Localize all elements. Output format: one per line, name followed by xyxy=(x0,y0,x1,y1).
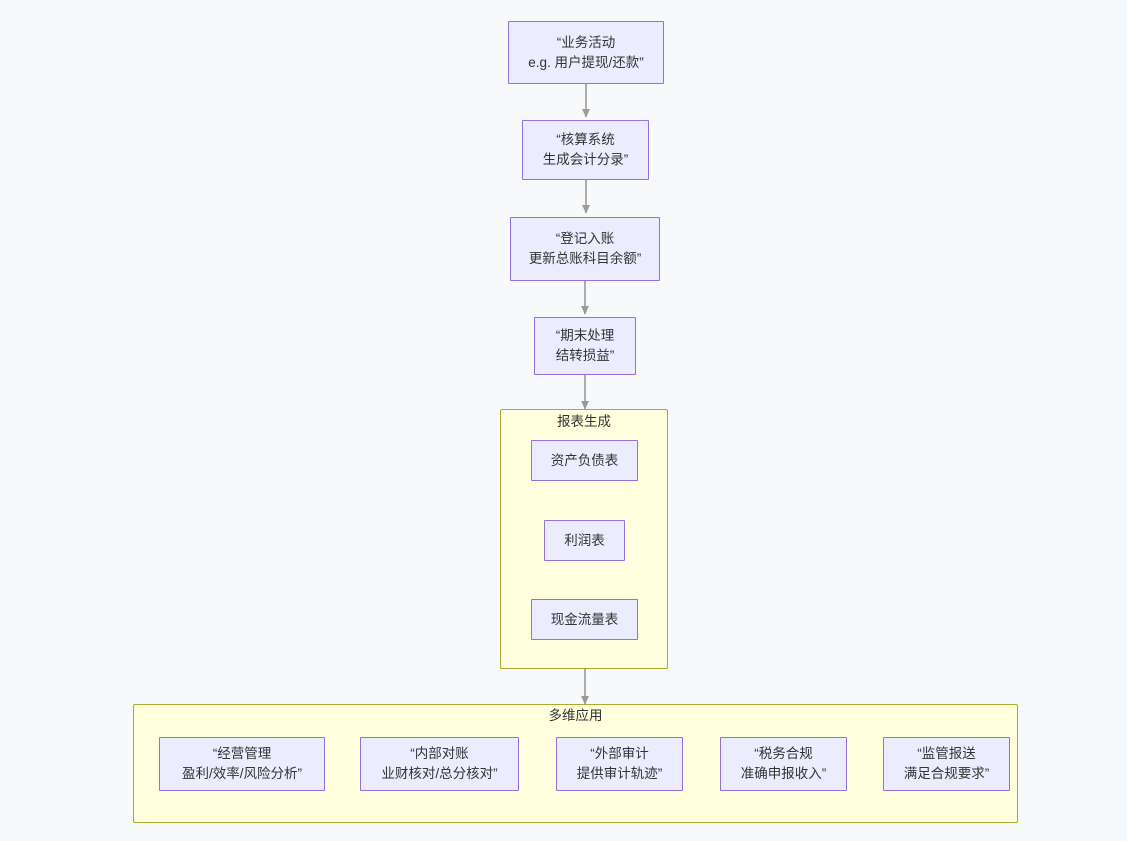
node-tax-compliance-line1: “税务合规 xyxy=(754,746,813,761)
node-business-activity-line1: “业务活动 xyxy=(556,34,616,50)
node-cash-flow-statement-label: 现金流量表 xyxy=(550,611,619,627)
node-posting[interactable]: “登记入账 更新总账科目余额” xyxy=(510,217,660,281)
cluster-multi-dimensional-apps-title: 多维应用 xyxy=(548,708,603,723)
node-regulatory-reporting[interactable]: “监管报送 满足合规要求” xyxy=(883,737,1010,791)
node-operations-management-line2: 盈利/效率/风险分析” xyxy=(182,766,302,781)
node-accounting-system-line1: “核算系统 xyxy=(556,132,615,147)
node-balance-sheet-label: 资产负债表 xyxy=(550,452,619,468)
node-internal-reconciliation-line2: 业财核对/总分核对” xyxy=(381,766,498,781)
node-tax-compliance[interactable]: “税务合规 准确申报收入” xyxy=(720,737,847,791)
cluster-report-generation-title: 报表生成 xyxy=(557,414,611,429)
node-period-end-line2: 结转损益” xyxy=(555,348,615,363)
node-external-audit[interactable]: “外部审计 提供审计轨迹” xyxy=(556,737,683,791)
node-posting-line2: 更新总账科目余额” xyxy=(528,251,642,266)
node-business-activity-line2: e.g. 用户提现/还款” xyxy=(528,54,644,70)
node-internal-reconciliation[interactable]: “内部对账 业财核对/总分核对” xyxy=(360,737,519,791)
node-accounting-system-line2: 生成会计分录” xyxy=(542,152,629,167)
node-accounting-system[interactable]: “核算系统 生成会计分录” xyxy=(522,120,649,180)
node-internal-reconciliation-line1: “内部对账 xyxy=(410,746,469,761)
node-operations-management[interactable]: “经营管理 盈利/效率/风险分析” xyxy=(159,737,325,791)
node-period-end[interactable]: “期末处理 结转损益” xyxy=(534,317,636,375)
node-cash-flow-statement[interactable]: 现金流量表 xyxy=(531,599,638,640)
node-tax-compliance-line2: 准确申报收入” xyxy=(740,766,827,781)
node-period-end-line1: “期末处理 xyxy=(555,328,615,343)
node-external-audit-line1: “外部审计 xyxy=(590,746,649,761)
node-regulatory-reporting-line1: “监管报送 xyxy=(917,746,976,761)
node-business-activity[interactable]: “业务活动 e.g. 用户提现/还款” xyxy=(508,21,664,84)
node-income-statement-label: 利润表 xyxy=(564,532,605,548)
node-external-audit-line2: 提供审计轨迹” xyxy=(576,766,663,781)
node-operations-management-line1: “经营管理 xyxy=(212,746,272,761)
node-regulatory-reporting-line2: 满足合规要求” xyxy=(903,766,990,781)
node-posting-line1: “登记入账 xyxy=(555,231,615,246)
node-balance-sheet[interactable]: 资产负债表 xyxy=(531,440,638,481)
node-income-statement[interactable]: 利润表 xyxy=(544,520,625,561)
